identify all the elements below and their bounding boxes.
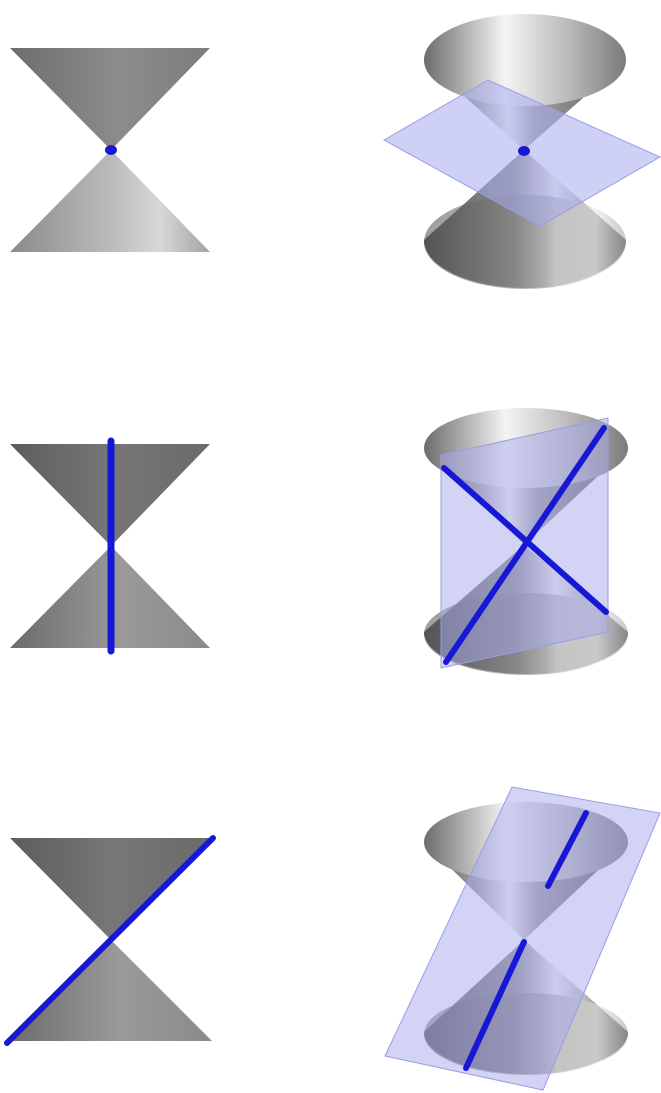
- row-3: [7, 787, 660, 1090]
- intersection-point: [518, 146, 530, 156]
- row-2-perspective-view: [424, 408, 628, 675]
- row-2: [10, 408, 628, 675]
- upper-nappe: [10, 48, 210, 150]
- upper-nappe: [10, 838, 212, 940]
- row-1-side-view: [10, 48, 210, 252]
- intersection-point: [105, 145, 117, 155]
- lower-nappe: [8, 940, 212, 1041]
- lower-nappe: [10, 150, 210, 252]
- upper-nappe-rim: [424, 14, 626, 106]
- row-2-side-view: [10, 441, 210, 651]
- row-1: [10, 14, 660, 289]
- row-3-side-view: [7, 838, 213, 1043]
- row-1-perspective-view: [384, 14, 660, 289]
- row-3-perspective-view: [385, 787, 660, 1090]
